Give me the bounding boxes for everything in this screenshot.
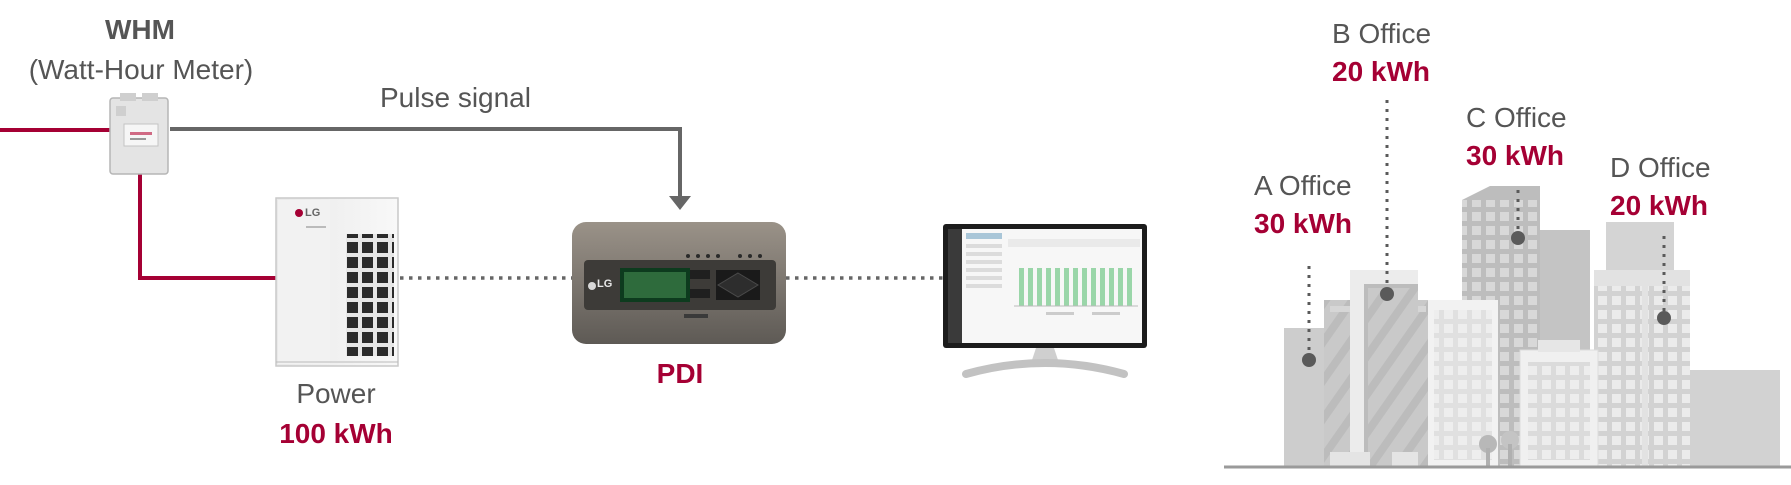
office-a-value: 30 kWh: [1254, 208, 1353, 239]
office-a-name: A Office: [1254, 170, 1352, 201]
meter-title: WHM: [105, 14, 175, 45]
office-buildings-icon: [1224, 186, 1791, 469]
power-line: [0, 128, 276, 280]
office-c-pointer: [1511, 190, 1525, 245]
office-c-name: C Office: [1466, 102, 1567, 133]
office-d-pointer: [1657, 236, 1671, 325]
pulse-signal-line: [170, 127, 691, 210]
pulse-signal-label: Pulse signal: [380, 82, 531, 113]
office-a-pointer: [1302, 266, 1316, 367]
power-label: Power: [296, 378, 376, 409]
hvac-outdoor-unit-icon: [275, 197, 399, 367]
office-c-value: 30 kWh: [1466, 140, 1565, 171]
pdi-label: PDI: [656, 358, 704, 389]
office-b-value: 20 kWh: [1332, 56, 1431, 87]
outdoor-unit-brand: LG: [305, 207, 321, 219]
meter-subtitle: (Watt-Hour Meter): [28, 54, 254, 85]
office-b-name: B Office: [1332, 18, 1432, 49]
pdi-brand: LG: [597, 278, 613, 290]
office-b-pointer: [1380, 100, 1394, 301]
power-value: 100 kWh: [279, 418, 393, 449]
office-d-value: 20 kWh: [1610, 190, 1709, 221]
pdi-controller-icon: [572, 222, 786, 344]
monitor-icon: [943, 224, 1147, 378]
watt-hour-meter-icon: [109, 93, 169, 175]
office-d-name: D Office: [1610, 152, 1711, 183]
